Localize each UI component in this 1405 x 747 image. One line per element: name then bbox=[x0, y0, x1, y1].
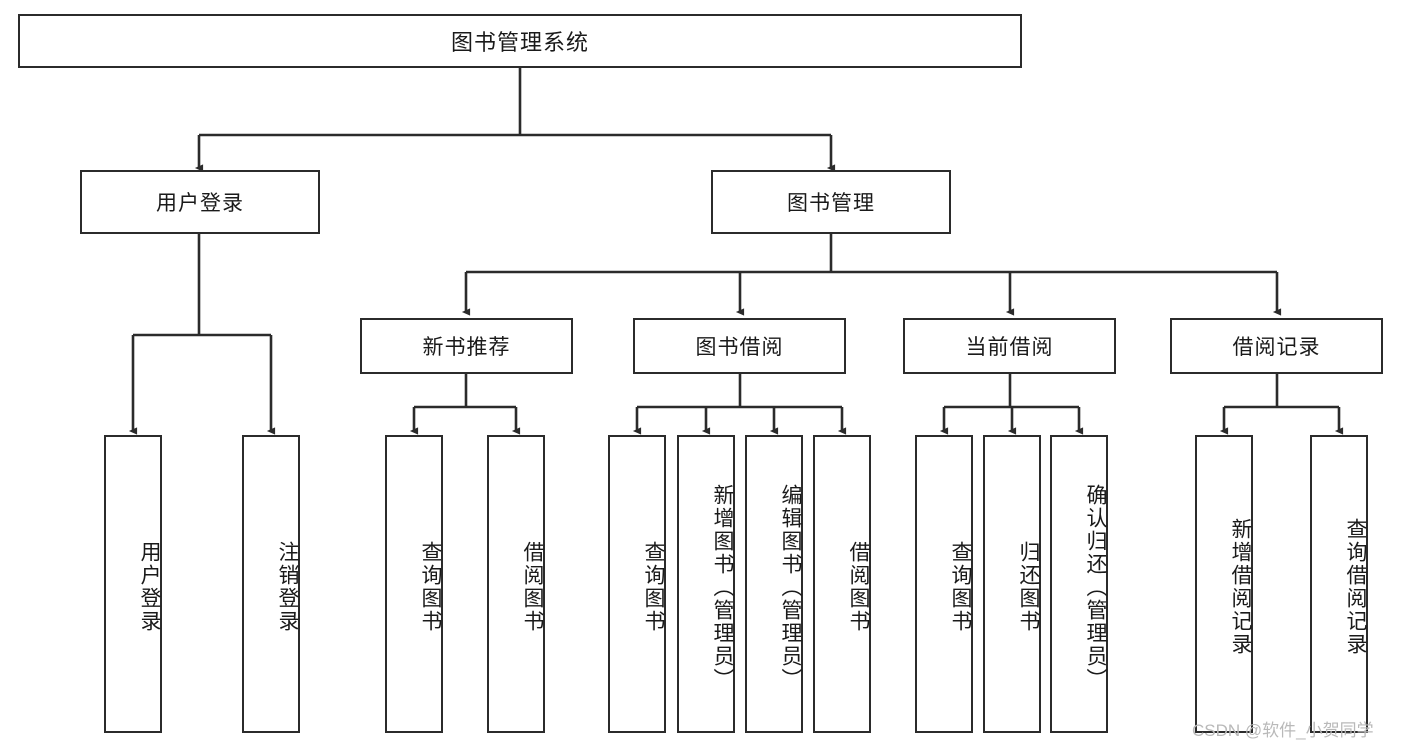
node-label: 图书管理系统 bbox=[450, 30, 589, 55]
leaf-current-borrow-query-books[interactable]: 查询图书 bbox=[915, 435, 973, 733]
node-label: 用户登录 bbox=[156, 192, 244, 215]
node-label: 新增借阅记录 bbox=[1229, 518, 1252, 656]
leaf-borrow-record-query-record[interactable]: 查询借阅记录 bbox=[1310, 435, 1368, 733]
node-label: 查询图书 bbox=[949, 541, 972, 633]
node-label: 新书推荐 bbox=[422, 336, 511, 359]
leaf-book-borrow-edit-book-admin[interactable]: 编辑图书（管理员） bbox=[745, 435, 803, 733]
leaf-new-book-query-books[interactable]: 查询图书 bbox=[385, 435, 443, 733]
leaf-book-borrow-borrow-books[interactable]: 借阅图书 bbox=[813, 435, 871, 733]
node-root-book-management-system[interactable]: 图书管理系统 bbox=[18, 14, 1022, 68]
node-current-borrow[interactable]: 当前借阅 bbox=[903, 318, 1116, 374]
leaf-current-borrow-confirm-return-admin[interactable]: 确认归还（管理员） bbox=[1050, 435, 1108, 733]
node-borrow-record[interactable]: 借阅记录 bbox=[1170, 318, 1383, 374]
node-label: 借阅记录 bbox=[1232, 336, 1321, 359]
leaf-borrow-record-add-record[interactable]: 新增借阅记录 bbox=[1195, 435, 1253, 733]
node-book-management[interactable]: 图书管理 bbox=[711, 170, 951, 234]
node-label: 图书借阅 bbox=[695, 336, 784, 359]
node-user-login[interactable]: 用户登录 bbox=[80, 170, 320, 234]
node-label: 归还图书 bbox=[1017, 541, 1040, 633]
node-new-book-recommend[interactable]: 新书推荐 bbox=[360, 318, 573, 374]
node-label: 查询图书 bbox=[642, 541, 665, 633]
node-label: 查询借阅记录 bbox=[1344, 518, 1367, 656]
node-label: 图书管理 bbox=[787, 192, 875, 215]
leaf-book-borrow-query-books[interactable]: 查询图书 bbox=[608, 435, 666, 733]
node-label: 查询图书 bbox=[419, 541, 442, 633]
leaf-current-borrow-return-books[interactable]: 归还图书 bbox=[983, 435, 1041, 733]
node-label: 编辑图书（管理员） bbox=[779, 483, 802, 691]
csdn-watermark: CSDN @软件_小贺同学 bbox=[1192, 721, 1374, 740]
node-book-borrow[interactable]: 图书借阅 bbox=[633, 318, 846, 374]
leaf-book-borrow-add-book-admin[interactable]: 新增图书（管理员） bbox=[677, 435, 735, 733]
node-label: 借阅图书 bbox=[847, 541, 870, 633]
node-label: 借阅图书 bbox=[521, 541, 544, 633]
node-label: 注销登录 bbox=[276, 541, 299, 633]
node-label: 用户登录 bbox=[138, 541, 161, 633]
node-label: 新增图书（管理员） bbox=[711, 483, 734, 691]
leaf-user-login-login[interactable]: 用户登录 bbox=[104, 435, 162, 733]
leaf-new-book-borrow-books[interactable]: 借阅图书 bbox=[487, 435, 545, 733]
leaf-user-login-logout[interactable]: 注销登录 bbox=[242, 435, 300, 733]
node-label: 确认归还（管理员） bbox=[1084, 483, 1107, 691]
node-label: 当前借阅 bbox=[965, 336, 1054, 359]
